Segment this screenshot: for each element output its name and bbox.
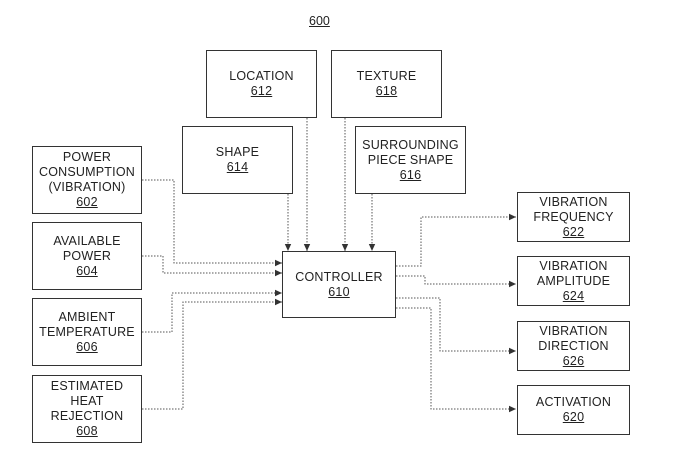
surrounding-piece-shape-box: SURROUNDING PIECE SHAPE 616 bbox=[355, 126, 466, 194]
texture-box: TEXTURE 618 bbox=[331, 50, 442, 118]
surrounding-ref: 616 bbox=[399, 167, 422, 182]
location-box: LOCATION 612 bbox=[206, 50, 317, 118]
heat-ref: 608 bbox=[76, 424, 98, 438]
shape-ref: 614 bbox=[226, 160, 249, 174]
power-label: POWER CONSUMPTION (VIBRATION) bbox=[39, 150, 135, 194]
activation-ref: 620 bbox=[562, 410, 585, 424]
controller-box: CONTROLLER 610 bbox=[282, 251, 396, 318]
arrow-power-controller bbox=[142, 179, 282, 267]
shape-box: SHAPE 614 bbox=[182, 126, 293, 194]
frequency-ref: 622 bbox=[562, 224, 585, 239]
arrow-heat-controller bbox=[142, 298, 282, 410]
ambient-label: AMBIENT TEMPERATURE bbox=[39, 309, 135, 339]
controller-label: CONTROLLER bbox=[295, 269, 383, 284]
frequency-label: VIBRATION FREQUENCY bbox=[533, 194, 614, 224]
arrow-ambient-controller bbox=[142, 289, 282, 333]
arrow-available-controller bbox=[142, 255, 282, 277]
direction-ref: 626 bbox=[562, 353, 585, 368]
direction-label: VIBRATION DIRECTION bbox=[538, 323, 609, 353]
heat-label: ESTIMATED HEAT REJECTION bbox=[50, 379, 124, 423]
amplitude-label: VIBRATION AMPLITUDE bbox=[536, 258, 611, 288]
available-ref: 604 bbox=[76, 263, 98, 278]
arrow-controller-amplitude bbox=[396, 275, 516, 288]
arrow-controller-direction bbox=[396, 297, 516, 355]
activation-box: ACTIVATION 620 bbox=[517, 385, 630, 435]
vibration-frequency-box: VIBRATION FREQUENCY 622 bbox=[517, 192, 630, 242]
location-label: LOCATION bbox=[229, 69, 294, 83]
shape-label: SHAPE bbox=[215, 145, 260, 159]
texture-label: TEXTURE bbox=[356, 69, 417, 83]
amplitude-ref: 624 bbox=[562, 288, 585, 303]
controller-ref: 610 bbox=[328, 284, 350, 299]
arrow-controller-frequency bbox=[396, 213, 516, 267]
vibration-amplitude-box: VIBRATION AMPLITUDE 624 bbox=[517, 256, 630, 306]
power-ref: 602 bbox=[76, 195, 98, 209]
surrounding-label: SURROUNDING PIECE SHAPE bbox=[362, 137, 459, 167]
vibration-direction-box: VIBRATION DIRECTION 626 bbox=[517, 321, 630, 371]
available-label: AVAILABLE POWER bbox=[53, 233, 121, 263]
arrow-controller-activation bbox=[396, 307, 516, 413]
ambient-temperature-box: AMBIENT TEMPERATURE 606 bbox=[32, 298, 142, 366]
available-power-box: AVAILABLE POWER 604 bbox=[32, 222, 142, 290]
power-consumption-box: POWER CONSUMPTION (VIBRATION) 602 bbox=[32, 146, 142, 214]
heat-rejection-box: ESTIMATED HEAT REJECTION 608 bbox=[32, 375, 142, 443]
location-ref: 612 bbox=[250, 84, 273, 98]
activation-label: ACTIVATION bbox=[535, 395, 612, 409]
texture-ref: 618 bbox=[375, 84, 398, 98]
figure-number: 600 bbox=[309, 14, 330, 28]
ambient-ref: 606 bbox=[76, 339, 98, 354]
